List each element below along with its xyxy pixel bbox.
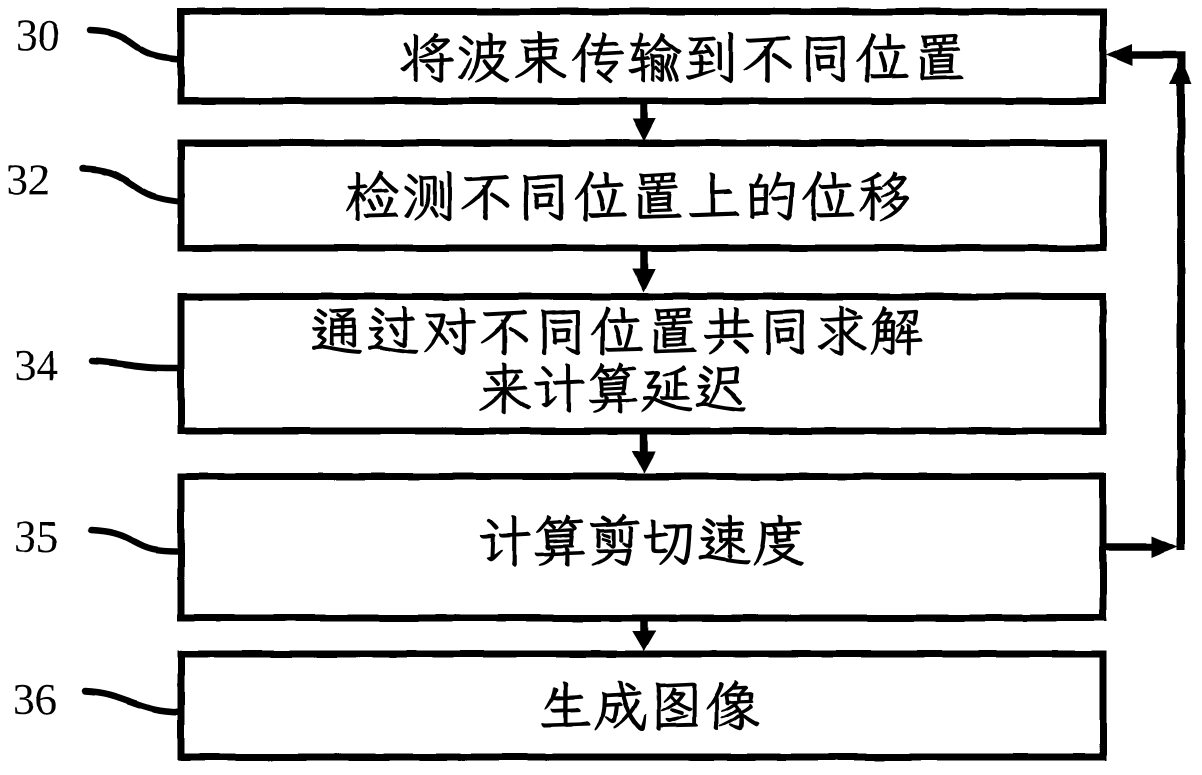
cjk-glyph	[643, 519, 692, 566]
arrow-down-icon	[632, 118, 656, 142]
leader-line-35	[87, 526, 183, 555]
run-step4	[479, 514, 805, 567]
cjk-glyph	[765, 309, 805, 356]
arrow-up-icon	[1170, 58, 1192, 84]
step-36-group: 36	[13, 650, 1107, 761]
ref-label-30: 30	[16, 11, 60, 60]
cjk-glyph	[540, 681, 592, 728]
arrow-down-icon	[632, 451, 656, 473]
leader-line-30	[86, 26, 185, 63]
leader-line-32	[79, 165, 185, 206]
cjk-glyph	[458, 32, 510, 83]
cjk-glyph	[705, 680, 759, 731]
cjk-glyph	[515, 30, 567, 83]
cjk-glyph	[479, 515, 531, 567]
leader-line-34	[88, 357, 185, 372]
cjk-glyph	[655, 682, 699, 732]
cjk-glyph	[403, 170, 452, 222]
cjk-glyph	[628, 32, 682, 83]
run-step3a	[311, 305, 923, 356]
leader-line-36	[81, 687, 185, 716]
ref-label-32: 32	[6, 155, 50, 204]
arrow-left-icon	[1106, 44, 1132, 66]
step-32-group: 32	[6, 139, 1107, 252]
cjk-glyph	[805, 35, 846, 83]
cjk-glyph	[704, 306, 754, 355]
flow-arrow-4	[632, 618, 656, 651]
cjk-glyph	[589, 362, 638, 414]
cjk-glyph	[574, 171, 627, 222]
cjk-glyph	[346, 170, 399, 222]
cjk-glyph	[856, 32, 909, 83]
cjk-glyph	[479, 362, 531, 414]
ref-label-34: 34	[14, 341, 58, 390]
cjk-glyph	[480, 310, 528, 356]
cjk-glyph	[818, 305, 867, 356]
cjk-glyph	[461, 174, 510, 221]
cjk-glyph	[749, 171, 794, 221]
cjk-glyph	[686, 31, 734, 84]
run-step5	[540, 680, 759, 732]
cjk-glyph	[594, 680, 647, 732]
cjk-glyph	[535, 514, 585, 567]
cjk-glyph	[311, 308, 363, 354]
ref-label-36: 36	[13, 675, 57, 724]
cjk-glyph	[653, 307, 697, 354]
box-texts	[311, 30, 964, 732]
cjk-glyph	[743, 36, 792, 83]
box-calculate-shear-velocity	[177, 473, 1107, 622]
cjk-glyph	[637, 172, 682, 219]
cjk-glyph	[400, 32, 454, 83]
cjk-glyph	[589, 514, 640, 566]
arrow-down-icon	[632, 269, 656, 293]
cjk-glyph	[571, 32, 625, 83]
cjk-glyph	[541, 309, 581, 356]
box-generate-image	[177, 650, 1107, 761]
run-step3b	[479, 362, 747, 414]
cjk-glyph	[698, 515, 751, 565]
cjk-glyph	[423, 306, 476, 356]
arrow-right-icon	[1152, 536, 1178, 558]
figure-ink: 30 32 34 35 36	[6, 8, 1192, 761]
feedback-loop	[1106, 44, 1192, 558]
ref-label-35: 35	[15, 513, 59, 562]
cjk-glyph	[689, 171, 740, 218]
run-step1	[400, 30, 964, 84]
flow-arrow-2	[632, 248, 656, 293]
flow-arrow-1	[632, 101, 656, 142]
cjk-glyph	[367, 305, 419, 354]
run-step2	[346, 170, 910, 222]
step-34-group: 34	[14, 293, 1107, 435]
cjk-glyph	[696, 365, 747, 412]
cjk-glyph	[591, 306, 643, 356]
cjk-glyph	[641, 364, 693, 413]
cjk-glyph	[919, 33, 964, 81]
flow-arrow-3	[632, 431, 656, 473]
cjk-glyph	[753, 514, 805, 567]
arrow-down-icon	[632, 631, 656, 651]
cjk-glyph	[523, 174, 564, 221]
cjk-glyph	[802, 171, 855, 222]
cjk-glyph	[859, 170, 910, 221]
cjk-glyph	[871, 306, 923, 356]
cjk-glyph	[534, 363, 585, 414]
